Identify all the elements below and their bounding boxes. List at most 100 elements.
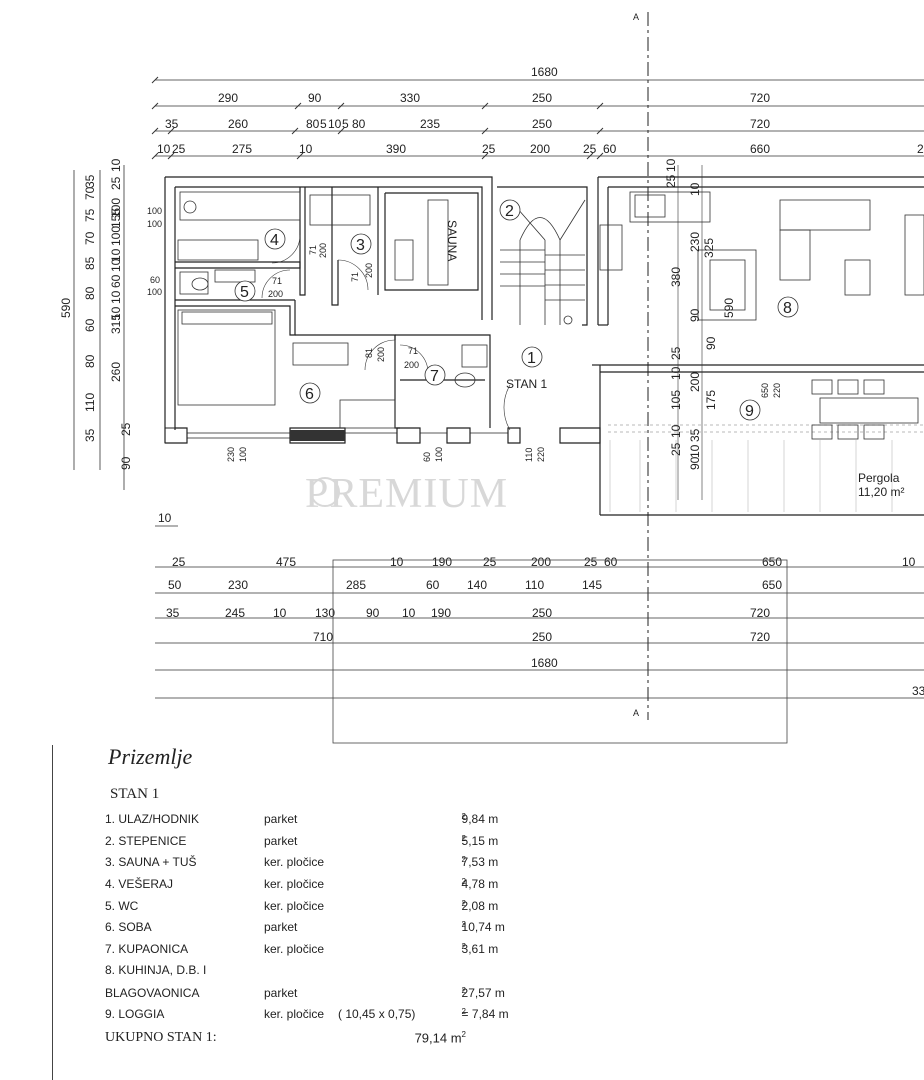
- dim-text: 230: [688, 232, 702, 252]
- room-area-value: 10,74 m: [461, 920, 505, 934]
- room-area-sup: 2: [461, 812, 466, 821]
- dim-text: 80: [83, 354, 97, 368]
- dim-text: 720: [750, 630, 770, 644]
- footprint-outline: [332, 559, 788, 744]
- top-dim-ticks: [151, 76, 604, 160]
- dim-text: 245: [225, 606, 245, 620]
- dim-text: 5: [320, 117, 327, 131]
- room-material: parket: [264, 986, 298, 1000]
- dim-text: 380: [669, 267, 683, 287]
- bed: [177, 309, 276, 406]
- section-marker-top: A: [633, 12, 639, 22]
- dim-text: 35: [166, 606, 180, 620]
- dim-text: 130: [315, 606, 335, 620]
- room-number-6: 6: [305, 386, 314, 403]
- room-material: ker. pločice: [264, 877, 325, 891]
- dim-text: 475: [276, 555, 296, 569]
- dim-text: 720: [750, 606, 770, 620]
- room-number-4: 4: [270, 232, 279, 249]
- room-marker-3: [350, 233, 372, 255]
- room-area-sup: 2: [461, 920, 466, 929]
- door-label: 200: [376, 347, 386, 362]
- pergola-label: Pergola: [858, 471, 900, 485]
- dim-text: 25: [172, 555, 186, 569]
- room-area-sup: 2: [461, 834, 466, 843]
- watermark-logo: [310, 477, 340, 507]
- room-area-sup: 2: [461, 877, 466, 886]
- door-label: 200: [318, 243, 328, 258]
- dim-text: 10: [688, 444, 702, 458]
- dim-text: 105: [669, 390, 683, 410]
- door-label: 71: [308, 245, 318, 255]
- room-area-value: 9,84 m: [461, 812, 499, 826]
- dim-text: 10: [109, 158, 123, 172]
- dim-text: 5: [342, 117, 349, 131]
- dim-text: 100: [109, 198, 123, 218]
- room-label-stan: STAN 1: [506, 377, 547, 391]
- room-name: 9. LOGGIA: [105, 1007, 165, 1021]
- dim-text: 10: [328, 117, 342, 131]
- dim-text: 2: [917, 142, 924, 156]
- dim-text: 10: [669, 424, 683, 438]
- dim-text: 110: [525, 578, 544, 592]
- room-area-value: = 7,84 m: [461, 1007, 509, 1021]
- window-label: 100: [434, 447, 444, 462]
- dim-text: 35: [83, 174, 97, 188]
- room-area-value: 5,15 m: [461, 834, 499, 848]
- dim-text: 33: [912, 684, 924, 698]
- dim-text: 90: [308, 91, 322, 105]
- dim-text: 50: [168, 578, 182, 592]
- dim-text: 315: [109, 314, 123, 334]
- left-dims-col1: 35 110 80 60 80 85 70 75 70 35: [83, 174, 97, 442]
- room-note: ( 10,45 x 0,75): [338, 1007, 416, 1021]
- room-name: 7. KUPAONICA: [105, 942, 189, 956]
- dim-text: 80: [83, 286, 97, 300]
- dim-text: 285: [346, 578, 366, 592]
- dim-text: 25: [664, 174, 678, 188]
- dim-text: 10: [299, 142, 313, 156]
- dim-text: 70: [83, 231, 97, 245]
- dim-text: 250: [532, 91, 552, 105]
- dim-text: 60: [83, 318, 97, 332]
- door-label: 200: [268, 289, 283, 299]
- dim-text: 10: [158, 511, 172, 525]
- dim-text: 90: [688, 308, 702, 322]
- dim-text: 10: [109, 248, 123, 262]
- dim-text: 250: [532, 117, 552, 131]
- dim-text: 190: [431, 606, 451, 620]
- window-label: 100: [238, 447, 248, 462]
- dim-text: 325: [702, 238, 716, 258]
- dim-text: 110: [83, 393, 97, 412]
- schedule-row: 8. KUHINJA, D.B. I: [0, 963, 924, 983]
- room-name: 8. KUHINJA, D.B. I: [105, 963, 207, 977]
- door-label: 110: [524, 448, 534, 462]
- room-marker-6: [299, 382, 321, 404]
- floor-title: Prizemlje: [108, 744, 193, 769]
- dim-text: 710: [313, 630, 333, 644]
- room-name: BLAGOVAONICA: [105, 986, 200, 1000]
- kitchen-dims: 10 25 10 230 325 380 90 590 90 25 10 200…: [664, 158, 736, 500]
- window-label: 650: [760, 383, 770, 398]
- dim-text: 10: [109, 258, 123, 272]
- window-label: 60: [150, 275, 160, 285]
- dim-text: 60: [603, 142, 617, 156]
- dim-text: 260: [228, 117, 248, 131]
- dim-text: 25: [482, 142, 496, 156]
- room-number-3: 3: [356, 237, 365, 254]
- pergola-slats: [609, 440, 893, 512]
- dim-text: 10: [902, 555, 916, 569]
- room-name: 1. ULAZ/HODNIK: [105, 812, 200, 826]
- dim-text: 10: [273, 606, 287, 620]
- room-area-value: 4,78 m: [461, 877, 499, 891]
- door-label: 71: [350, 272, 360, 282]
- room-name: 4. VEŠERAJ: [105, 877, 174, 891]
- dim-text: 10: [109, 306, 123, 320]
